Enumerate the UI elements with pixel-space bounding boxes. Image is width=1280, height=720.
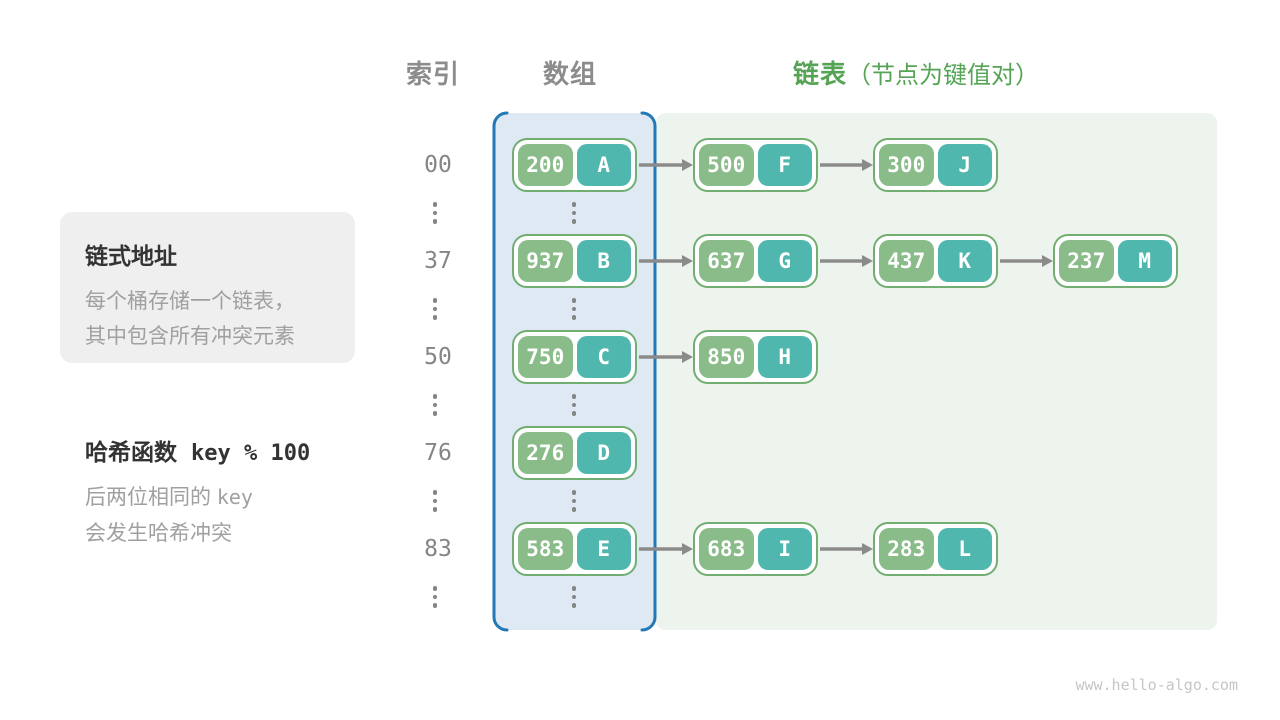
node-key: 300 — [879, 144, 934, 186]
ellipsis-dots — [571, 490, 577, 512]
bucket-node: 276 D — [512, 426, 637, 480]
node-key: 237 — [1059, 240, 1114, 282]
node-key: 637 — [699, 240, 754, 282]
hash-note-line2: 会发生哈希冲突 — [85, 522, 232, 545]
chain-node: 300 J — [873, 138, 998, 192]
info-card: 链式地址 每个桶存储一个链表， 其中包含所有冲突元素 — [60, 212, 355, 363]
hash-function-code: key % 100 — [191, 441, 311, 466]
node-key: 750 — [518, 336, 573, 378]
column-header-index: 索引 — [405, 59, 460, 89]
node-value: J — [937, 144, 992, 186]
node-key: 850 — [699, 336, 754, 378]
ellipsis-dots — [432, 586, 438, 608]
hash-function-label: 哈希函数 — [85, 439, 177, 465]
node-value: I — [757, 528, 812, 570]
chain-node: 637 G — [693, 234, 818, 288]
chain-node: 850 H — [693, 330, 818, 384]
info-card-line1: 每个桶存储一个链表， — [85, 290, 295, 313]
index-label: 37 — [424, 248, 452, 274]
node-value: L — [937, 528, 992, 570]
node-value: C — [576, 336, 631, 378]
node-key: 276 — [518, 432, 573, 474]
ellipsis-dots — [571, 586, 577, 608]
node-value: F — [757, 144, 812, 186]
info-card-title: 链式地址 — [85, 243, 177, 269]
bucket-node: 750 C — [512, 330, 637, 384]
column-header-list: 链表 （节点为键值对） — [793, 54, 1039, 91]
hash-note-line1-code: key — [216, 485, 253, 509]
watermark: www.hello-algo.com — [1075, 676, 1238, 694]
chain-node: 283 L — [873, 522, 998, 576]
hash-note-line1-text: 后两位相同的 — [85, 486, 211, 509]
column-header-list-note: （节点为键值对） — [847, 62, 1040, 89]
node-key: 583 — [518, 528, 573, 570]
node-value: B — [576, 240, 631, 282]
chain-node: 500 F — [693, 138, 818, 192]
index-label: 00 — [424, 152, 452, 178]
node-key: 200 — [518, 144, 573, 186]
column-header-array: 数组 — [542, 59, 597, 89]
node-value: M — [1117, 240, 1172, 282]
node-value: K — [937, 240, 992, 282]
index-label: 50 — [424, 344, 452, 370]
ellipsis-dots — [432, 298, 438, 320]
node-key: 437 — [879, 240, 934, 282]
node-value: D — [576, 432, 631, 474]
node-value: H — [757, 336, 812, 378]
node-key: 683 — [699, 528, 754, 570]
ellipsis-dots — [432, 394, 438, 416]
bucket-node: 583 E — [512, 522, 637, 576]
node-value: E — [576, 528, 631, 570]
bucket-node: 200 A — [512, 138, 637, 192]
bucket-node: 937 B — [512, 234, 637, 288]
ellipsis-dots — [571, 394, 577, 416]
node-key: 937 — [518, 240, 573, 282]
chain-node: 437 K — [873, 234, 998, 288]
hash-note-line1: 后两位相同的 key — [85, 479, 310, 516]
ellipsis-dots — [432, 490, 438, 512]
ellipsis-dots — [571, 298, 577, 320]
index-label: 76 — [424, 440, 452, 466]
chain-node: 683 I — [693, 522, 818, 576]
ellipsis-dots — [432, 202, 438, 224]
node-value: A — [576, 144, 631, 186]
chain-node: 237 M — [1053, 234, 1178, 288]
node-key: 283 — [879, 528, 934, 570]
column-header-list-label: 链表 — [793, 59, 848, 89]
node-value: G — [757, 240, 812, 282]
ellipsis-dots — [571, 202, 577, 224]
node-key: 500 — [699, 144, 754, 186]
index-label: 83 — [424, 536, 452, 562]
info-card-line2: 其中包含所有冲突元素 — [85, 325, 295, 348]
hash-note: 哈希函数 key % 100 后两位相同的 key 会发生哈希冲突 — [85, 433, 310, 552]
